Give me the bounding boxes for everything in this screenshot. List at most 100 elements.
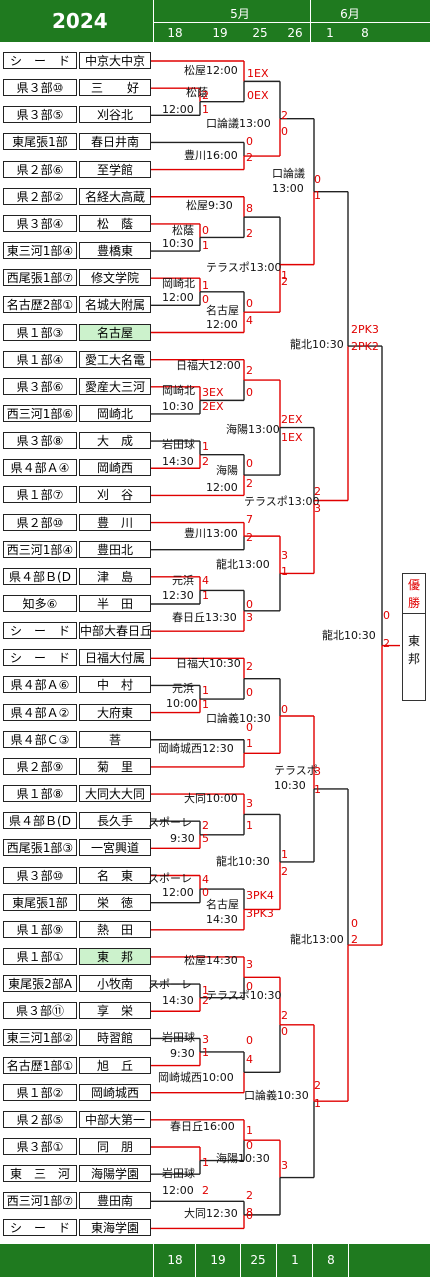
champion-box: 優勝 東邦 [402, 573, 426, 701]
team-seed: 知多⑥ [3, 595, 77, 612]
score-label: 1 [202, 239, 209, 252]
score-label: 7 [246, 513, 253, 526]
team-name: 一宮興道 [79, 839, 151, 857]
team-name: 海陽学園 [79, 1165, 151, 1183]
team-name: 菊 里 [79, 757, 151, 775]
score-label: 2 [246, 1189, 253, 1202]
header-divider [153, 0, 154, 42]
team-seed: 名古歴2部① [3, 296, 77, 314]
venue-time-label: 14:30 [206, 913, 238, 926]
day-cell: 18 [167, 26, 183, 40]
venue-time-label: テラスポ [274, 764, 318, 777]
team-seed: シ ー ド [3, 1219, 77, 1237]
team-seed: 県３部⑤ [3, 106, 77, 124]
venue-time-label: スポーレ [148, 978, 192, 991]
bracket-lines [151, 60, 400, 1230]
team-name: 長久手 [79, 812, 151, 830]
venue-time-label: 名古屋 [206, 898, 239, 911]
venue-time-label: 口論義10:30 [206, 712, 271, 725]
venue-time-label: 豊川13:00 [184, 527, 238, 540]
team-name: 岡崎北 [79, 404, 151, 422]
venue-time-label: 口論議 [272, 167, 305, 180]
venue-time-label: 日福大12:00 [176, 359, 241, 372]
team-name: 豊橋東 [79, 242, 151, 260]
venue-time-label: 12:00 [162, 1184, 194, 1197]
month-may: 5月 [230, 7, 250, 21]
score-label: 0 [202, 224, 209, 237]
venue-time-label: 春日丘16:00 [170, 1120, 235, 1133]
score-label: 2EX [202, 400, 224, 413]
team-seed: シ ー ド [3, 52, 77, 69]
team-seed: 西尾張1部⑦ [3, 269, 77, 287]
venue-time-label: 松屋14:30 [184, 954, 238, 967]
score-label: 2 [246, 227, 253, 240]
footer-divider [240, 1244, 241, 1277]
venue-time-label: 海陽13:00 [226, 423, 280, 436]
team-seed: 県３部④ [3, 214, 77, 232]
team-name: 旭 丘 [79, 1056, 151, 1074]
team-seed: 名古歴1部① [3, 1056, 77, 1074]
venue-time-label: テラスポ13:00 [206, 261, 282, 274]
venue-time-label: 龍北13:00 [216, 558, 270, 571]
score-label: 0 [246, 980, 253, 993]
venue-time-label: 12:00 [162, 886, 194, 899]
score-label: 2 [314, 485, 321, 498]
team-seed: 県４部Ｂ(D [3, 812, 77, 830]
score-label: 2 [383, 637, 390, 650]
score-label: 4 [202, 873, 209, 886]
venue-time-label: 松蔭 [172, 224, 194, 237]
score-label: 0 [202, 293, 209, 306]
score-label: 0 [202, 886, 209, 899]
venue-time-label: 9:30 [170, 1047, 195, 1060]
team-name: 中部大第一 [79, 1110, 151, 1128]
team-seed: 県４部Ｃ③ [3, 730, 77, 748]
venue-time-label: 岩田球 [162, 1031, 195, 1044]
venue-time-label: 春日丘13:30 [172, 611, 237, 624]
score-label: 0 [351, 917, 358, 930]
team-seed: 東三河1部② [3, 1029, 77, 1047]
score-label: 2 [202, 89, 209, 102]
score-label: 1 [202, 1156, 209, 1169]
venue-time-label: 13:00 [272, 182, 304, 195]
footer-divider [276, 1244, 277, 1277]
score-label: 4 [246, 1053, 253, 1066]
venue-time-label: 龍北13:00 [290, 933, 344, 946]
score-label: 8 [246, 1206, 253, 1219]
team-seed: 県２部⑩ [3, 513, 77, 531]
team-name: 修文学院 [79, 269, 151, 287]
team-seed: 県３部⑥ [3, 377, 77, 395]
score-label: 1 [246, 1124, 253, 1137]
score-label: 0 [281, 1025, 288, 1038]
score-label: 3 [281, 1159, 288, 1172]
score-label: 3 [202, 1033, 209, 1046]
team-seed: 県２部⑥ [3, 160, 77, 178]
score-label: 2EX [281, 413, 303, 426]
score-label: 1 [202, 279, 209, 292]
score-label: 1 [314, 189, 321, 202]
team-seed: 県１部⑧ [3, 785, 77, 803]
day-cell: 8 [327, 1253, 335, 1267]
team-name: 小牧南 [79, 975, 151, 993]
score-label: 0 [281, 703, 288, 716]
score-label: 1 [202, 1046, 209, 1059]
score-label: 0EX [247, 89, 269, 102]
team-name: 名城大附属 [79, 296, 151, 314]
team-seed: 県１部④ [3, 350, 77, 368]
team-name: 半 田 [79, 595, 151, 612]
score-label: 1 [281, 269, 288, 282]
score-label: 1 [202, 440, 209, 453]
score-label: 1 [202, 984, 209, 997]
team-name: 愛産大三河 [79, 377, 151, 395]
score-label: 0 [246, 686, 253, 699]
venue-time-label: 岡崎北 [162, 277, 195, 290]
venue-time-label: 10:30 [274, 779, 306, 792]
venue-time-label: 12:30 [162, 589, 194, 602]
team-seed: 県４部Ｂ(D [3, 567, 77, 585]
venue-time-label: テラスポ13:00 [244, 495, 320, 508]
team-seed: 西三河1部④ [3, 540, 77, 558]
team-seed: 県３部⑩ [3, 866, 77, 884]
venue-time-label: 10:30 [162, 400, 194, 413]
team-name: 豊 川 [79, 513, 151, 531]
header-bar: 2024 5月 6月 18 19 25 26 1 8 [0, 0, 430, 42]
team-seed: 東尾張1部 [3, 893, 77, 911]
